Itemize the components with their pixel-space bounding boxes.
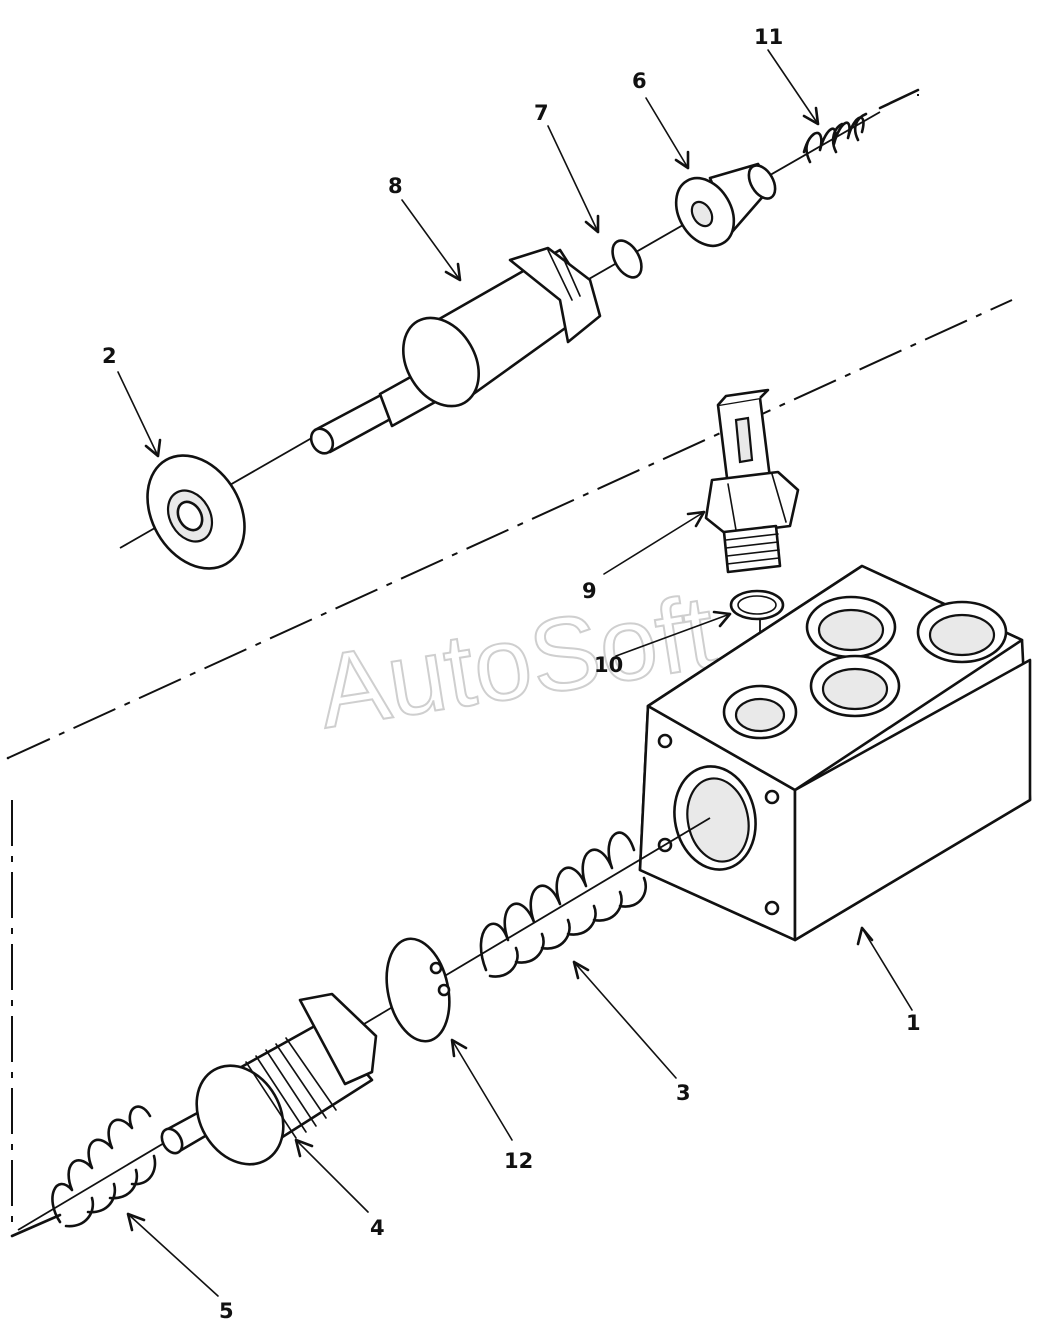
callout-8: 8 xyxy=(388,174,403,198)
bushing-part-6 xyxy=(674,162,777,248)
upper-group-boundary xyxy=(6,88,1013,760)
callout-11: 11 xyxy=(754,25,783,49)
callout-7: 7 xyxy=(534,101,549,125)
small-spring-part-5 xyxy=(51,1105,157,1228)
seal-washer-part-2 xyxy=(146,454,246,570)
pressure-switch-part-9 xyxy=(704,388,800,574)
lower-group-boundary xyxy=(10,800,62,1238)
callout-5: 5 xyxy=(219,1299,234,1323)
callout-9: 9 xyxy=(582,579,597,603)
callout-10: 10 xyxy=(594,653,623,677)
retaining-ring-part-12 xyxy=(385,937,451,1043)
o-ring-part-10 xyxy=(729,589,785,621)
callout-4: 4 xyxy=(370,1216,385,1240)
callout-3: 3 xyxy=(676,1081,691,1105)
large-spring-part-3 xyxy=(479,831,647,978)
callout-2: 2 xyxy=(102,344,117,368)
piston-part-4 xyxy=(160,992,378,1166)
snap-ring-part-7 xyxy=(611,239,643,279)
valve-block-part-1 xyxy=(638,564,1032,942)
valve-plunger-part-8 xyxy=(309,246,602,455)
small-spring-part-11 xyxy=(802,112,868,164)
callout-12: 12 xyxy=(504,1149,533,1173)
callout-6: 6 xyxy=(632,69,647,93)
callout-1: 1 xyxy=(906,1011,921,1035)
leader-lines xyxy=(117,49,913,1297)
